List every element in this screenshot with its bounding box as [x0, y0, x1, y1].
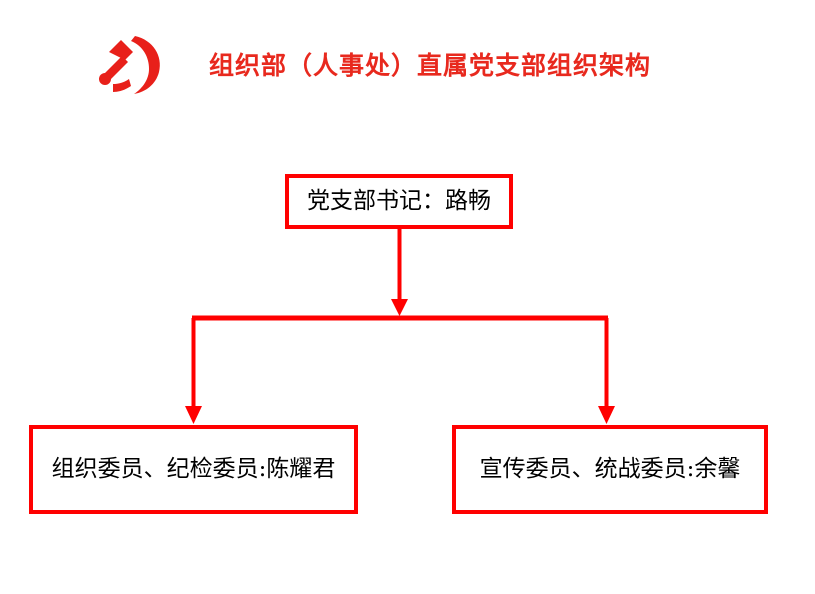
page-title: 组织部（人事处）直属党支部组织架构: [209, 50, 652, 80]
org-node-publicity-united-front-label: 宣传委员、统战委员:余馨: [479, 455, 741, 482]
org-node-organization-discipline[interactable]: 组织委员、纪检委员:陈耀君: [29, 425, 358, 514]
org-node-secretary-label: 党支部书记：路畅: [307, 187, 491, 214]
arrowhead-root-down: [391, 299, 408, 316]
chart-header: 组织部（人事处）直属党支部组织架构: [95, 30, 695, 100]
party-hammer-sickle-icon: [99, 36, 160, 94]
org-node-secretary[interactable]: 党支部书记：路畅: [285, 174, 513, 229]
arrowhead-right-branch: [598, 406, 615, 424]
arrowhead-left-branch: [185, 406, 202, 424]
org-node-organization-discipline-label: 组织委员、纪检委员:陈耀君: [51, 455, 336, 482]
org-node-publicity-united-front[interactable]: 宣传委员、统战委员:余馨: [452, 425, 768, 514]
